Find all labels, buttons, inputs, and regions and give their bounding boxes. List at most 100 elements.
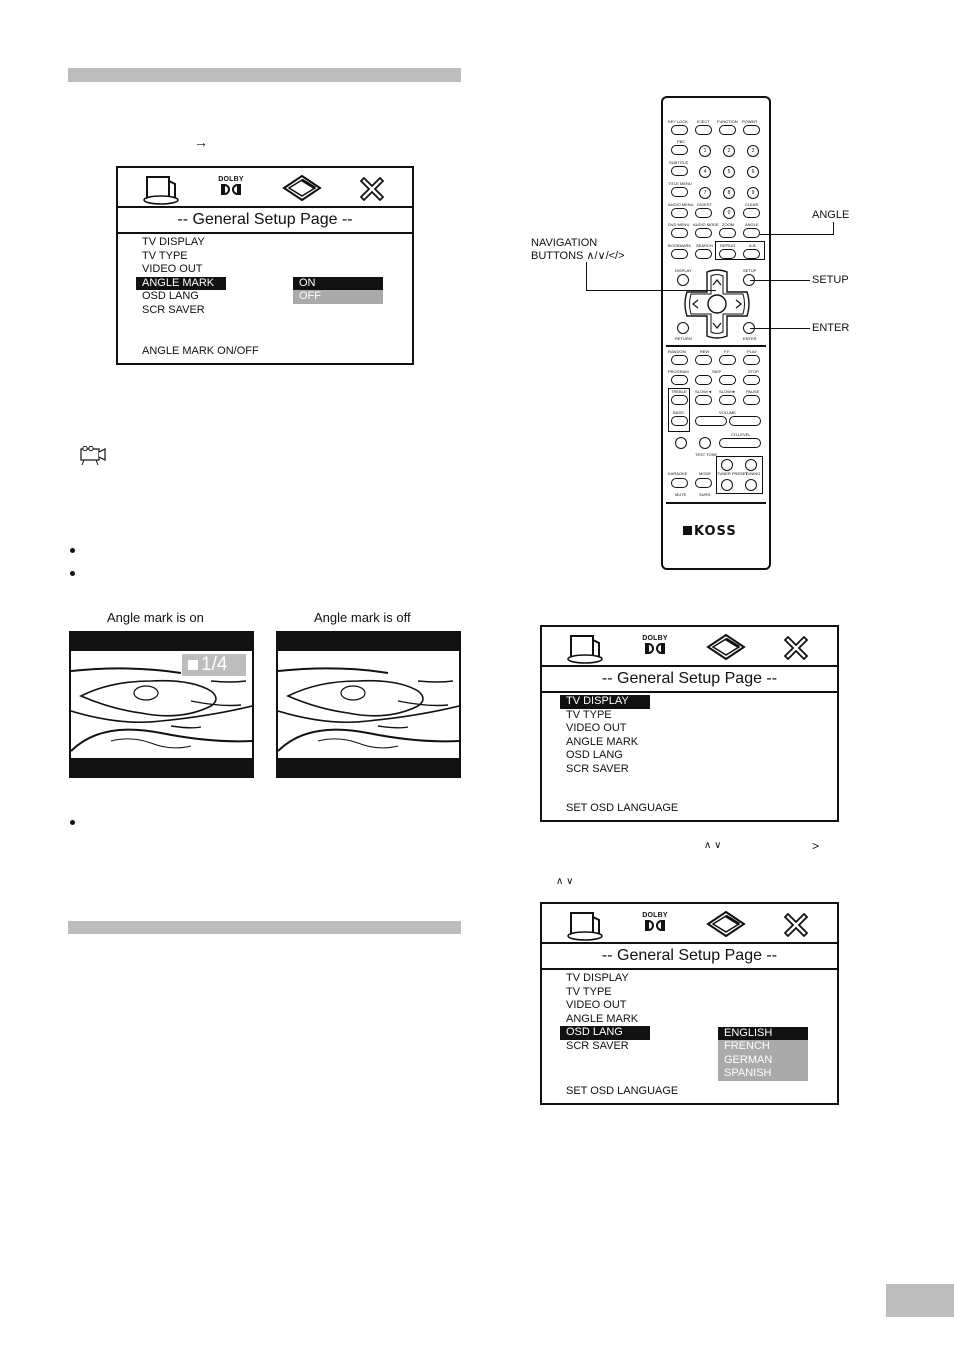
option-on[interactable]: ON: [293, 277, 383, 291]
minus-button[interactable]: [675, 437, 687, 449]
digit-1-button[interactable]: 1: [699, 145, 711, 157]
digit-5-button[interactable]: 5: [723, 166, 735, 178]
random-button[interactable]: [671, 355, 688, 365]
power-button[interactable]: [743, 125, 760, 135]
koss-logo-text: KOSS: [694, 524, 737, 539]
ch-level-button[interactable]: [719, 438, 761, 448]
callout-nav-line-h: [586, 290, 716, 291]
return-button[interactable]: [677, 322, 689, 334]
menu-item-video-out[interactable]: VIDEO OUT: [142, 263, 203, 276]
stop-button[interactable]: [743, 375, 760, 385]
menu-item-osd-lang[interactable]: OSD LANG: [560, 1026, 650, 1040]
label-treble: TREBLE: [671, 389, 687, 394]
menu-item-osd-lang[interactable]: OSD LANG: [566, 749, 623, 762]
option-german[interactable]: GERMAN: [718, 1053, 808, 1068]
menu-item-tv-type[interactable]: TV TYPE: [566, 708, 612, 721]
menu-item-tv-display[interactable]: TV DISPLAY: [566, 972, 629, 984]
remote-divider-lower: [666, 502, 766, 504]
treble-button[interactable]: [671, 395, 688, 405]
play-button[interactable]: [743, 355, 760, 365]
zoom-button[interactable]: [719, 228, 736, 238]
camera-badge-icon: [188, 660, 198, 670]
menu-item-scr-saver[interactable]: SCR SAVER: [566, 762, 629, 775]
menu-item-video-out[interactable]: VIDEO OUT: [566, 722, 627, 735]
breadcrumb-arrow: →: [194, 134, 208, 150]
pbc-button[interactable]: [671, 145, 688, 155]
mode-button[interactable]: [695, 478, 712, 488]
pause-button[interactable]: [743, 395, 760, 405]
menu-item-tv-display[interactable]: TV DISPLAY: [560, 695, 650, 709]
option-english[interactable]: ENGLISH: [718, 1027, 808, 1041]
navigation-pad: [684, 269, 750, 339]
ab-button[interactable]: [743, 249, 760, 259]
label-program: PROGRAM: [668, 369, 689, 374]
language-option-list: ENGLISH FRENCH GERMAN SPANISH: [718, 1027, 808, 1081]
clear-button[interactable]: [743, 208, 760, 218]
osd-menu-list: TV DISPLAY TV TYPE VIDEO OUT ANGLE MARK …: [136, 236, 226, 318]
dvd-menu-button[interactable]: [671, 228, 688, 238]
tuning-down-button[interactable]: [745, 479, 757, 491]
search-button[interactable]: [695, 249, 712, 259]
menu-item-angle-mark[interactable]: ANGLE MARK: [566, 1012, 639, 1025]
volume-up-button[interactable]: [729, 416, 761, 426]
angle-button[interactable]: [743, 228, 760, 238]
repeat-button[interactable]: [719, 249, 736, 259]
skip-back-button[interactable]: [695, 375, 712, 385]
eject-button[interactable]: [695, 125, 712, 135]
menu-item-angle-mark[interactable]: ANGLE MARK: [136, 276, 226, 291]
key-lock-button[interactable]: [671, 125, 688, 135]
updown-arrows-glyph-2: ∧ ∨: [556, 876, 574, 887]
caption-angle-off: Angle mark is off: [314, 610, 411, 625]
option-spanish[interactable]: SPANISH: [718, 1067, 808, 1081]
option-off[interactable]: OFF: [293, 290, 383, 304]
audio-menu-button[interactable]: [671, 208, 688, 218]
menu-item-scr-saver[interactable]: SCR SAVER: [142, 303, 205, 316]
menu-item-scr-saver[interactable]: SCR SAVER: [566, 1039, 629, 1052]
dolby-icon: DOLBY: [217, 176, 245, 195]
program-button[interactable]: [671, 375, 688, 385]
digit-6-button[interactable]: 6: [747, 166, 759, 178]
osd-footer-hint: SET OSD LANGUAGE: [566, 802, 679, 814]
label-tuning: TUNING: [745, 471, 761, 476]
skip-forward-button[interactable]: [719, 375, 736, 385]
digit-7-button[interactable]: 7: [699, 187, 711, 199]
label-return: RETURN: [675, 336, 692, 341]
label-ch-level: CH-LEVEL: [731, 432, 751, 437]
osd-angle-mark-screen: DOLBY -- General Setup Page -- TV DISPLA…: [116, 166, 414, 365]
tuning-up-button[interactable]: [745, 459, 757, 471]
title-menu-button[interactable]: [671, 187, 688, 197]
digit-8-button[interactable]: 8: [723, 187, 735, 199]
label-pause: PAUSE: [746, 389, 760, 394]
audio-mode-button[interactable]: [695, 228, 712, 238]
slow-rev-button[interactable]: [695, 395, 712, 405]
display-button[interactable]: [677, 274, 689, 286]
tuner-preset-up-button[interactable]: [721, 459, 733, 471]
digit-4-button[interactable]: 4: [699, 166, 711, 178]
menu-item-video-out[interactable]: VIDEO OUT: [566, 999, 627, 1012]
function-button[interactable]: [719, 125, 736, 135]
bass-button[interactable]: [671, 416, 688, 426]
digit-9-button[interactable]: 9: [747, 187, 759, 199]
digit-0-button[interactable]: 0: [723, 207, 735, 219]
volume-down-button[interactable]: [695, 416, 727, 426]
digit-3-button[interactable]: 3: [747, 145, 759, 157]
digest-button[interactable]: [695, 208, 712, 218]
menu-item-angle-mark[interactable]: ANGLE MARK: [566, 735, 639, 748]
osd-title: -- General Setup Page --: [118, 206, 412, 234]
option-french[interactable]: FRENCH: [718, 1040, 808, 1054]
plus-button[interactable]: [699, 437, 711, 449]
rew-button[interactable]: [695, 355, 712, 365]
menu-item-tv-display[interactable]: TV DISPLAY: [142, 236, 205, 248]
digit-2-button[interactable]: 2: [723, 145, 735, 157]
subtitle-button[interactable]: [671, 166, 688, 176]
bookmark-button[interactable]: [671, 249, 688, 259]
slow-fwd-button[interactable]: [719, 395, 736, 405]
karaoke-button[interactable]: [671, 478, 688, 488]
label-play: PLAY: [747, 349, 757, 354]
tuner-preset-down-button[interactable]: [721, 479, 733, 491]
menu-item-osd-lang[interactable]: OSD LANG: [142, 290, 199, 303]
menu-item-tv-type[interactable]: TV TYPE: [566, 985, 612, 998]
ff-button[interactable]: [719, 355, 736, 365]
menu-item-tv-type[interactable]: TV TYPE: [142, 249, 188, 262]
osd-language-screen: DOLBY -- General Setup Page -- TV DISPLA…: [540, 902, 839, 1105]
